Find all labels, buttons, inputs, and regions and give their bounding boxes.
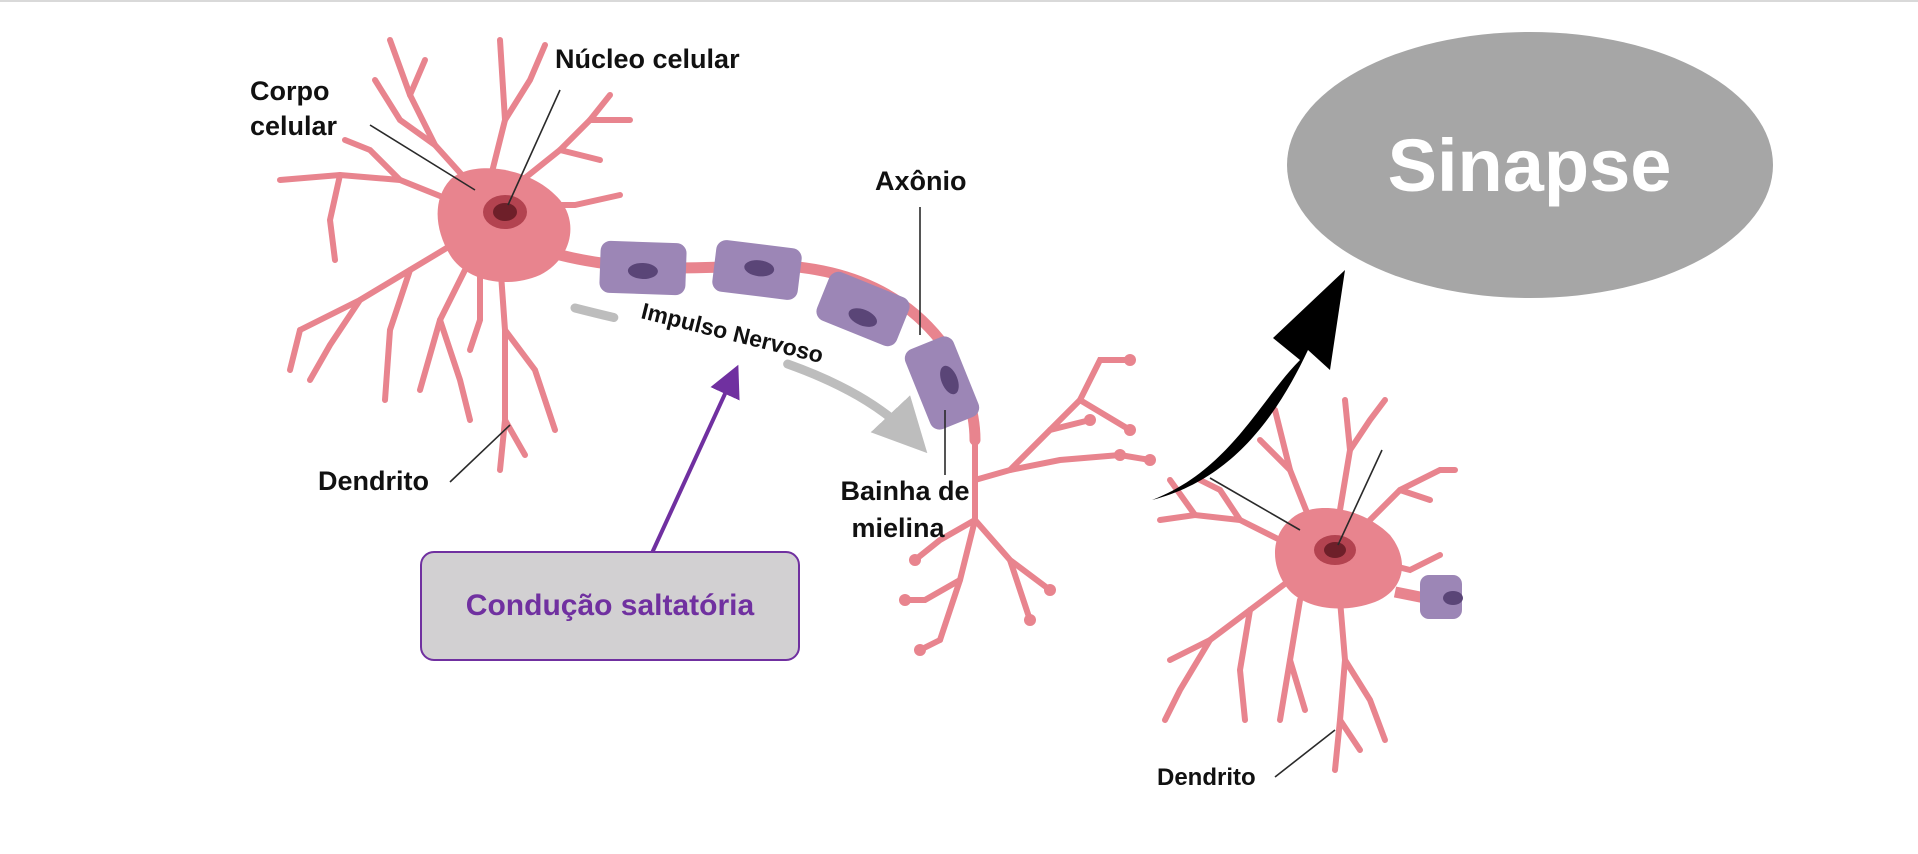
big-black-arrow xyxy=(1152,270,1345,500)
impulso-nervoso-label: Impulso Nervoso xyxy=(639,298,826,368)
neuron-1-terminal-bulbs xyxy=(899,354,1156,656)
conducao-saltatoria-text: Condução saltatória xyxy=(465,589,755,622)
dendrito-leader-1 xyxy=(449,424,511,483)
top-divider xyxy=(0,0,1918,2)
neuron-2-corpo-leader xyxy=(1209,477,1301,531)
neuron-1-nucleolus xyxy=(493,203,517,221)
dendrito-label-2: Dendrito xyxy=(1157,764,1256,791)
conducao-saltatoria-callout: Condução saltatória xyxy=(420,551,800,661)
neuron-2-myelin-segment xyxy=(1420,575,1463,619)
corpo-celular-label: Corpo xyxy=(250,76,329,106)
neuron-2: Dendrito xyxy=(1157,397,1463,791)
neuron-2-nucleo-leader xyxy=(1337,449,1383,546)
myelin-segment xyxy=(712,240,802,300)
nucleo-celular-leader xyxy=(507,89,561,206)
dendrito-leader-2 xyxy=(1274,729,1336,778)
myelin-sheaths xyxy=(599,240,980,430)
neuron-2-nucleolus xyxy=(1324,542,1346,558)
neuron-1-dendrites xyxy=(277,37,633,473)
dendrito-label-1: Dendrito xyxy=(318,466,429,496)
bainha-de-mielina-label: Bainha de xyxy=(840,476,969,506)
axonio-label: Axônio xyxy=(875,166,967,196)
nucleo-celular-label: Núcleo celular xyxy=(555,44,740,74)
neuron-1-axon-terminals xyxy=(902,357,1153,653)
impulse-arrow xyxy=(570,303,928,454)
corpo-celular-leader xyxy=(369,124,476,191)
neuron-2-dendrites xyxy=(1157,397,1458,773)
sinapse-bubble xyxy=(1287,32,1773,298)
conducao-arrow xyxy=(650,364,740,554)
sinapse-label: Sinapse xyxy=(1387,123,1672,207)
neuron-1 xyxy=(277,37,1156,656)
bainha-de-mielina-label-line2: mielina xyxy=(851,513,945,543)
myelin-segment xyxy=(599,240,687,296)
myelin-segment xyxy=(816,271,910,347)
myelin-segment xyxy=(904,336,980,430)
corpo-celular-label-line2: celular xyxy=(250,111,338,141)
